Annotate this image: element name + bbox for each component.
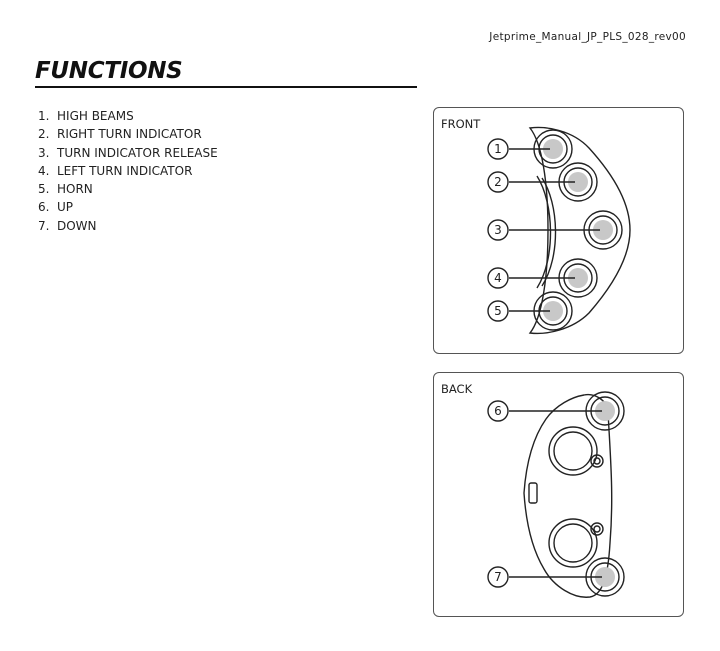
item-label: HIGH BEAMS <box>57 109 134 123</box>
button-2 <box>558 162 598 202</box>
item-label: LEFT TURN INDICATOR <box>57 163 193 178</box>
callout-circle <box>487 566 509 588</box>
item-number: 7. <box>38 218 50 233</box>
item-number: 4. <box>38 163 50 178</box>
document-id: Jetprime_Manual_JP_PLS_028_rev00 <box>489 31 686 43</box>
list-item: 6. UP <box>38 198 218 216</box>
callout-circle <box>487 300 509 322</box>
list-item: 1. HIGH BEAMS <box>38 107 218 125</box>
page-title: FUNCTIONS <box>35 58 183 84</box>
screw-hole <box>590 454 604 468</box>
item-number: 6. <box>38 200 50 215</box>
list-item: 2. RIGHT TURN INDICATOR <box>38 125 218 143</box>
functions-list: 1. HIGH BEAMS 2. RIGHT TURN INDICATOR 3. TU… <box>38 107 218 235</box>
item-label: TURN INDICATOR RELEASE <box>57 145 218 160</box>
front-panel-label: FRONT <box>441 117 481 131</box>
callout-circle <box>487 219 509 241</box>
front-switch-diagram: 1 2 3 4 5 <box>487 126 631 335</box>
callout-circle <box>487 400 509 422</box>
callout-circle <box>487 267 509 289</box>
socket-lower <box>548 518 598 568</box>
item-number: 5. <box>38 182 50 197</box>
housing-inner-arc <box>536 175 552 289</box>
callout-circle <box>487 138 509 160</box>
callout-label: 4 <box>494 271 502 285</box>
screw-hole <box>593 525 601 533</box>
callout-label: 5 <box>494 304 502 318</box>
list-item: 3. TURN INDICATOR RELEASE <box>38 144 218 162</box>
list-item: 7. DOWN <box>38 217 218 235</box>
item-label: HORN <box>57 182 93 197</box>
button-5 <box>533 291 573 331</box>
item-label: UP <box>57 200 74 215</box>
screw-hole <box>590 522 604 536</box>
item-label: RIGHT TURN INDICATOR <box>57 127 202 142</box>
housing-inner-arc <box>541 177 557 287</box>
front-view-panel: FRONT <box>433 107 684 354</box>
callout-label: 1 <box>494 142 502 156</box>
screw-hole <box>593 457 601 465</box>
back-view-panel: BACK <box>433 372 684 617</box>
callout-label: 2 <box>494 175 502 189</box>
back-switch-diagram: 6 7 <box>487 391 625 598</box>
callout-label: 6 <box>494 404 502 418</box>
title-underline <box>35 86 417 88</box>
socket-upper <box>548 426 598 476</box>
back-panel-label: BACK <box>441 382 473 396</box>
item-number: 1. <box>38 109 50 123</box>
item-label: DOWN <box>57 218 97 233</box>
callout-label: 7 <box>494 570 502 584</box>
callout-circle <box>487 171 509 193</box>
callout-label: 3 <box>494 223 502 237</box>
list-item: 5. HORN <box>38 180 218 198</box>
item-number: 3. <box>38 145 50 160</box>
list-item: 4. LEFT TURN INDICATOR <box>38 162 218 180</box>
housing-tab <box>528 482 538 504</box>
item-number: 2. <box>38 127 50 142</box>
